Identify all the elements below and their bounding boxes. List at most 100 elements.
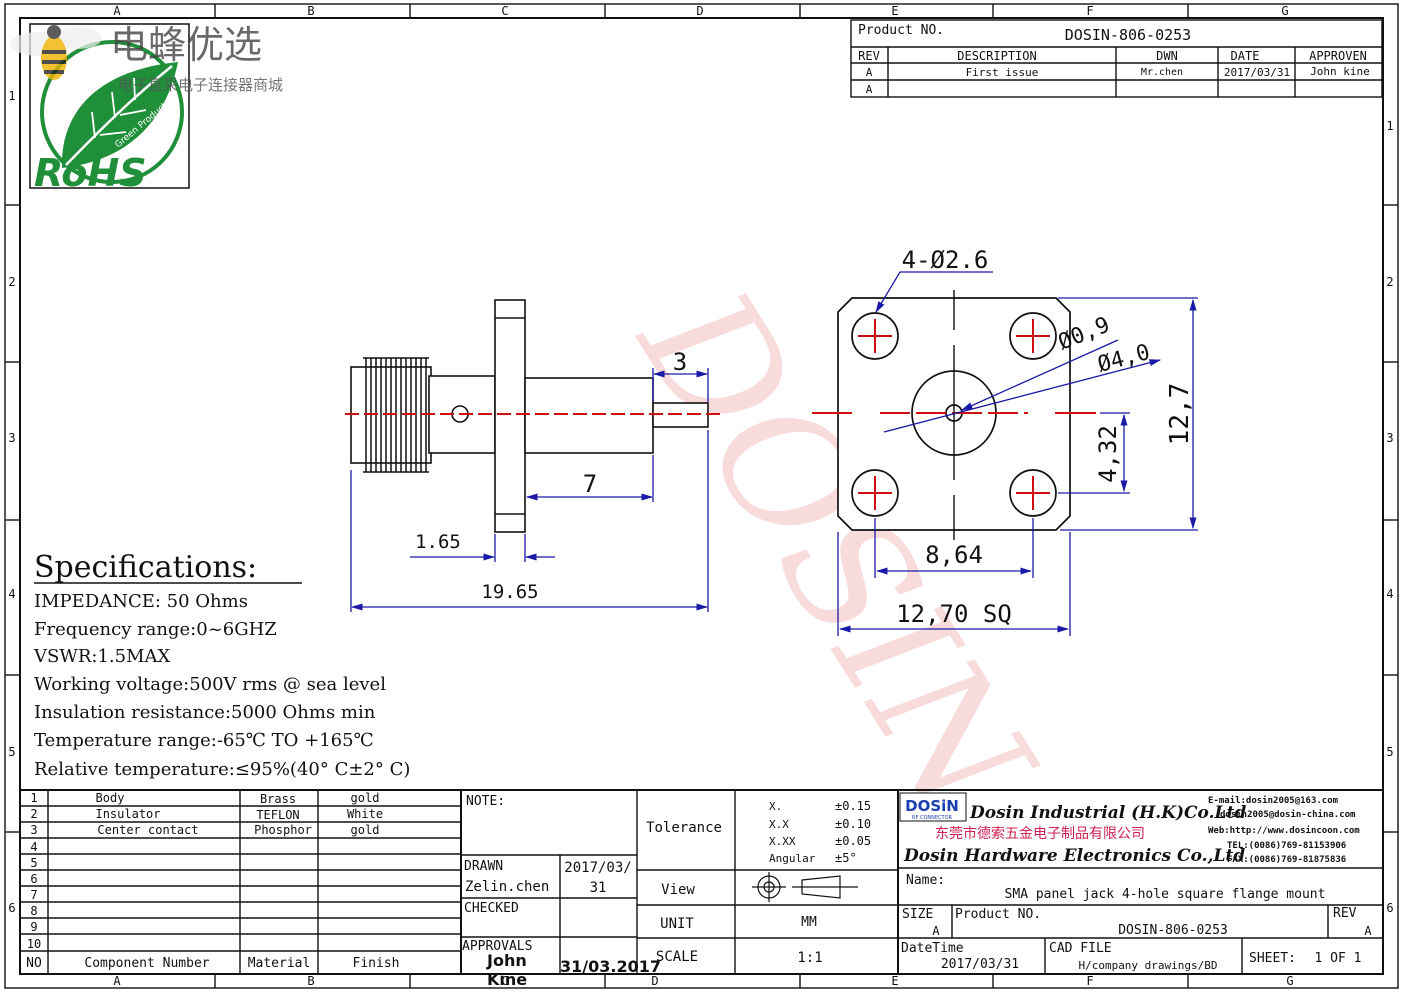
description-cell: First issue — [966, 66, 1039, 79]
revision-table-text: Product NO. DOSIN-806-0253 REV DESCRIPTI… — [858, 23, 1370, 96]
dim-19-65: 19.65 — [481, 581, 538, 603]
scale-value: 1:1 — [797, 950, 822, 966]
leaf-icon — [61, 62, 179, 168]
side-dimensions — [350, 368, 709, 612]
rev-cell: A — [866, 83, 873, 96]
svg-text:TEFLON: TEFLON — [256, 808, 299, 822]
spec-line: VSWR:1.5MAX — [33, 646, 171, 667]
drawn-name: Zelin.chen — [465, 879, 549, 895]
svg-text:2: 2 — [30, 807, 37, 821]
col-label: B — [307, 4, 314, 18]
table-row: 3 Center contact Phosphor gold — [30, 823, 379, 837]
col-label: F — [1086, 974, 1093, 988]
svg-text:Brass: Brass — [260, 792, 296, 806]
company-block: DOSiN RF CONNECTOR Dosin Industrial (H.K… — [899, 792, 1360, 866]
row-label: 2 — [1386, 275, 1393, 289]
bom-table: 1 Body Brass gold 2 Insulator TEFLON Whi… — [26, 791, 399, 971]
dim-1-65: 1.65 — [415, 531, 461, 553]
row-label: 4 — [8, 587, 15, 601]
date-cell: 2017/03/31 — [1224, 66, 1290, 79]
brand-tagline: 电子直采电子连接器商城 — [118, 76, 283, 94]
svg-text:gold: gold — [351, 791, 380, 805]
date-header: DATE — [1231, 49, 1260, 63]
table-row: 6 — [30, 872, 37, 886]
dim-4-holes: 4-Ø2.6 — [902, 246, 989, 274]
table-row: 9 — [30, 920, 37, 934]
dim-4-32: 4,32 — [1094, 425, 1122, 483]
col-label: A — [113, 4, 121, 18]
flange — [494, 299, 526, 533]
rear-body — [524, 377, 654, 454]
drawn-date: 31 — [590, 880, 607, 896]
tolerance-value: ±0.15 — [835, 799, 871, 813]
view-label: View — [661, 882, 695, 898]
dim-7: 7 — [583, 470, 597, 498]
rev-value: A — [1364, 924, 1372, 938]
note-label: NOTE: — [466, 794, 505, 809]
drawn-date: 2017/03/ — [564, 860, 631, 876]
svg-text:gold: gold — [351, 823, 380, 837]
dosin-logo — [899, 792, 967, 822]
approvals-label: APPROVALS — [462, 939, 532, 954]
spec-line: Working voltage:500V rms @ sea level — [34, 674, 386, 695]
mount-hole-br — [1009, 469, 1057, 517]
svg-text:Material: Material — [248, 956, 311, 971]
company-name-hw: Dosin Hardware Electronics Co.,Ltd — [903, 846, 1245, 866]
rev-header: REV — [858, 49, 880, 63]
table-row: 4 — [30, 840, 37, 854]
product-no-value: DOSIN-806-0253 — [1065, 26, 1191, 44]
approvals-name: Kine — [487, 970, 527, 989]
col-label: D — [696, 4, 703, 18]
col-label: F — [1086, 4, 1093, 18]
pn-value: DOSIN-806-0253 — [1118, 923, 1228, 938]
svg-text:Center contact: Center contact — [97, 823, 198, 837]
checked-label: CHECKED — [464, 901, 519, 916]
dwn-cell: Mr.chen — [1141, 67, 1183, 78]
drawn-label: DRAWN — [464, 859, 503, 874]
tolerance-key: Angular — [769, 852, 816, 865]
scale-label: SCALE — [656, 949, 698, 965]
sheet-label: SHEET: — [1249, 951, 1296, 966]
col-label: G — [1286, 974, 1293, 988]
brand-logo: 电蜂优选 电子直采电子连接器商城 — [10, 23, 283, 94]
rev-label: REV — [1333, 906, 1357, 921]
description-header: DESCRIPTION — [957, 49, 1036, 63]
company-email: dosin2005@dosin-china.com — [1220, 809, 1356, 820]
row-label: 3 — [8, 431, 15, 445]
table-row: 7 — [30, 888, 37, 902]
table-row: 1 Body Brass gold — [30, 791, 379, 806]
company-fax: FAX:(0086)769-81875836 — [1227, 855, 1346, 865]
company-name-hk: Dosin Industrial (H.K)Co.Ltd — [969, 803, 1246, 823]
svg-text:Insulator: Insulator — [95, 807, 160, 821]
row-label: 1 — [1386, 119, 1393, 133]
table-row: 10 — [27, 937, 41, 951]
svg-text:Body: Body — [96, 791, 125, 805]
svg-text:3: 3 — [30, 823, 37, 837]
cad-value: H/company drawings/BD — [1078, 959, 1217, 972]
row-label: 5 — [1386, 745, 1393, 759]
dim-12-70-sq: 12,70 SQ — [896, 600, 1012, 628]
datetime-label: DateTime — [901, 941, 964, 956]
dwn-header: DWN — [1156, 49, 1178, 63]
tolerance-key: X. — [769, 800, 782, 813]
drawn-block: NOTE: DRAWN Zelin.chen 2017/03/ 31 CHECK… — [462, 794, 661, 989]
datetime-value: 2017/03/31 — [941, 957, 1019, 972]
row-label: 4 — [1386, 587, 1393, 601]
table-row: 5 — [30, 856, 37, 870]
spec-line: Insulation resistance:5000 Ohms min — [34, 702, 376, 723]
front-dimensions — [837, 271, 1198, 636]
company-email: E-mail:dosin2005@163.com — [1208, 795, 1339, 806]
unit-value: MM — [801, 915, 817, 930]
col-label: D — [651, 974, 658, 988]
brand-name: 电蜂优选 — [110, 23, 262, 67]
spec-line: IMPEDANCE: 50 Ohms — [34, 591, 248, 612]
size-value: A — [932, 924, 940, 938]
specifications: Specifications: IMPEDANCE: 50 Ohms Frequ… — [33, 550, 410, 780]
size-label: SIZE — [902, 907, 933, 922]
col-label: E — [891, 4, 898, 18]
cad-label: CAD FILE — [1049, 941, 1112, 956]
svg-text:Component Number: Component Number — [84, 956, 209, 971]
company-tel: TEL:(0086)769-81153906 — [1227, 841, 1346, 851]
tolerance-value: ±0.10 — [835, 817, 871, 831]
